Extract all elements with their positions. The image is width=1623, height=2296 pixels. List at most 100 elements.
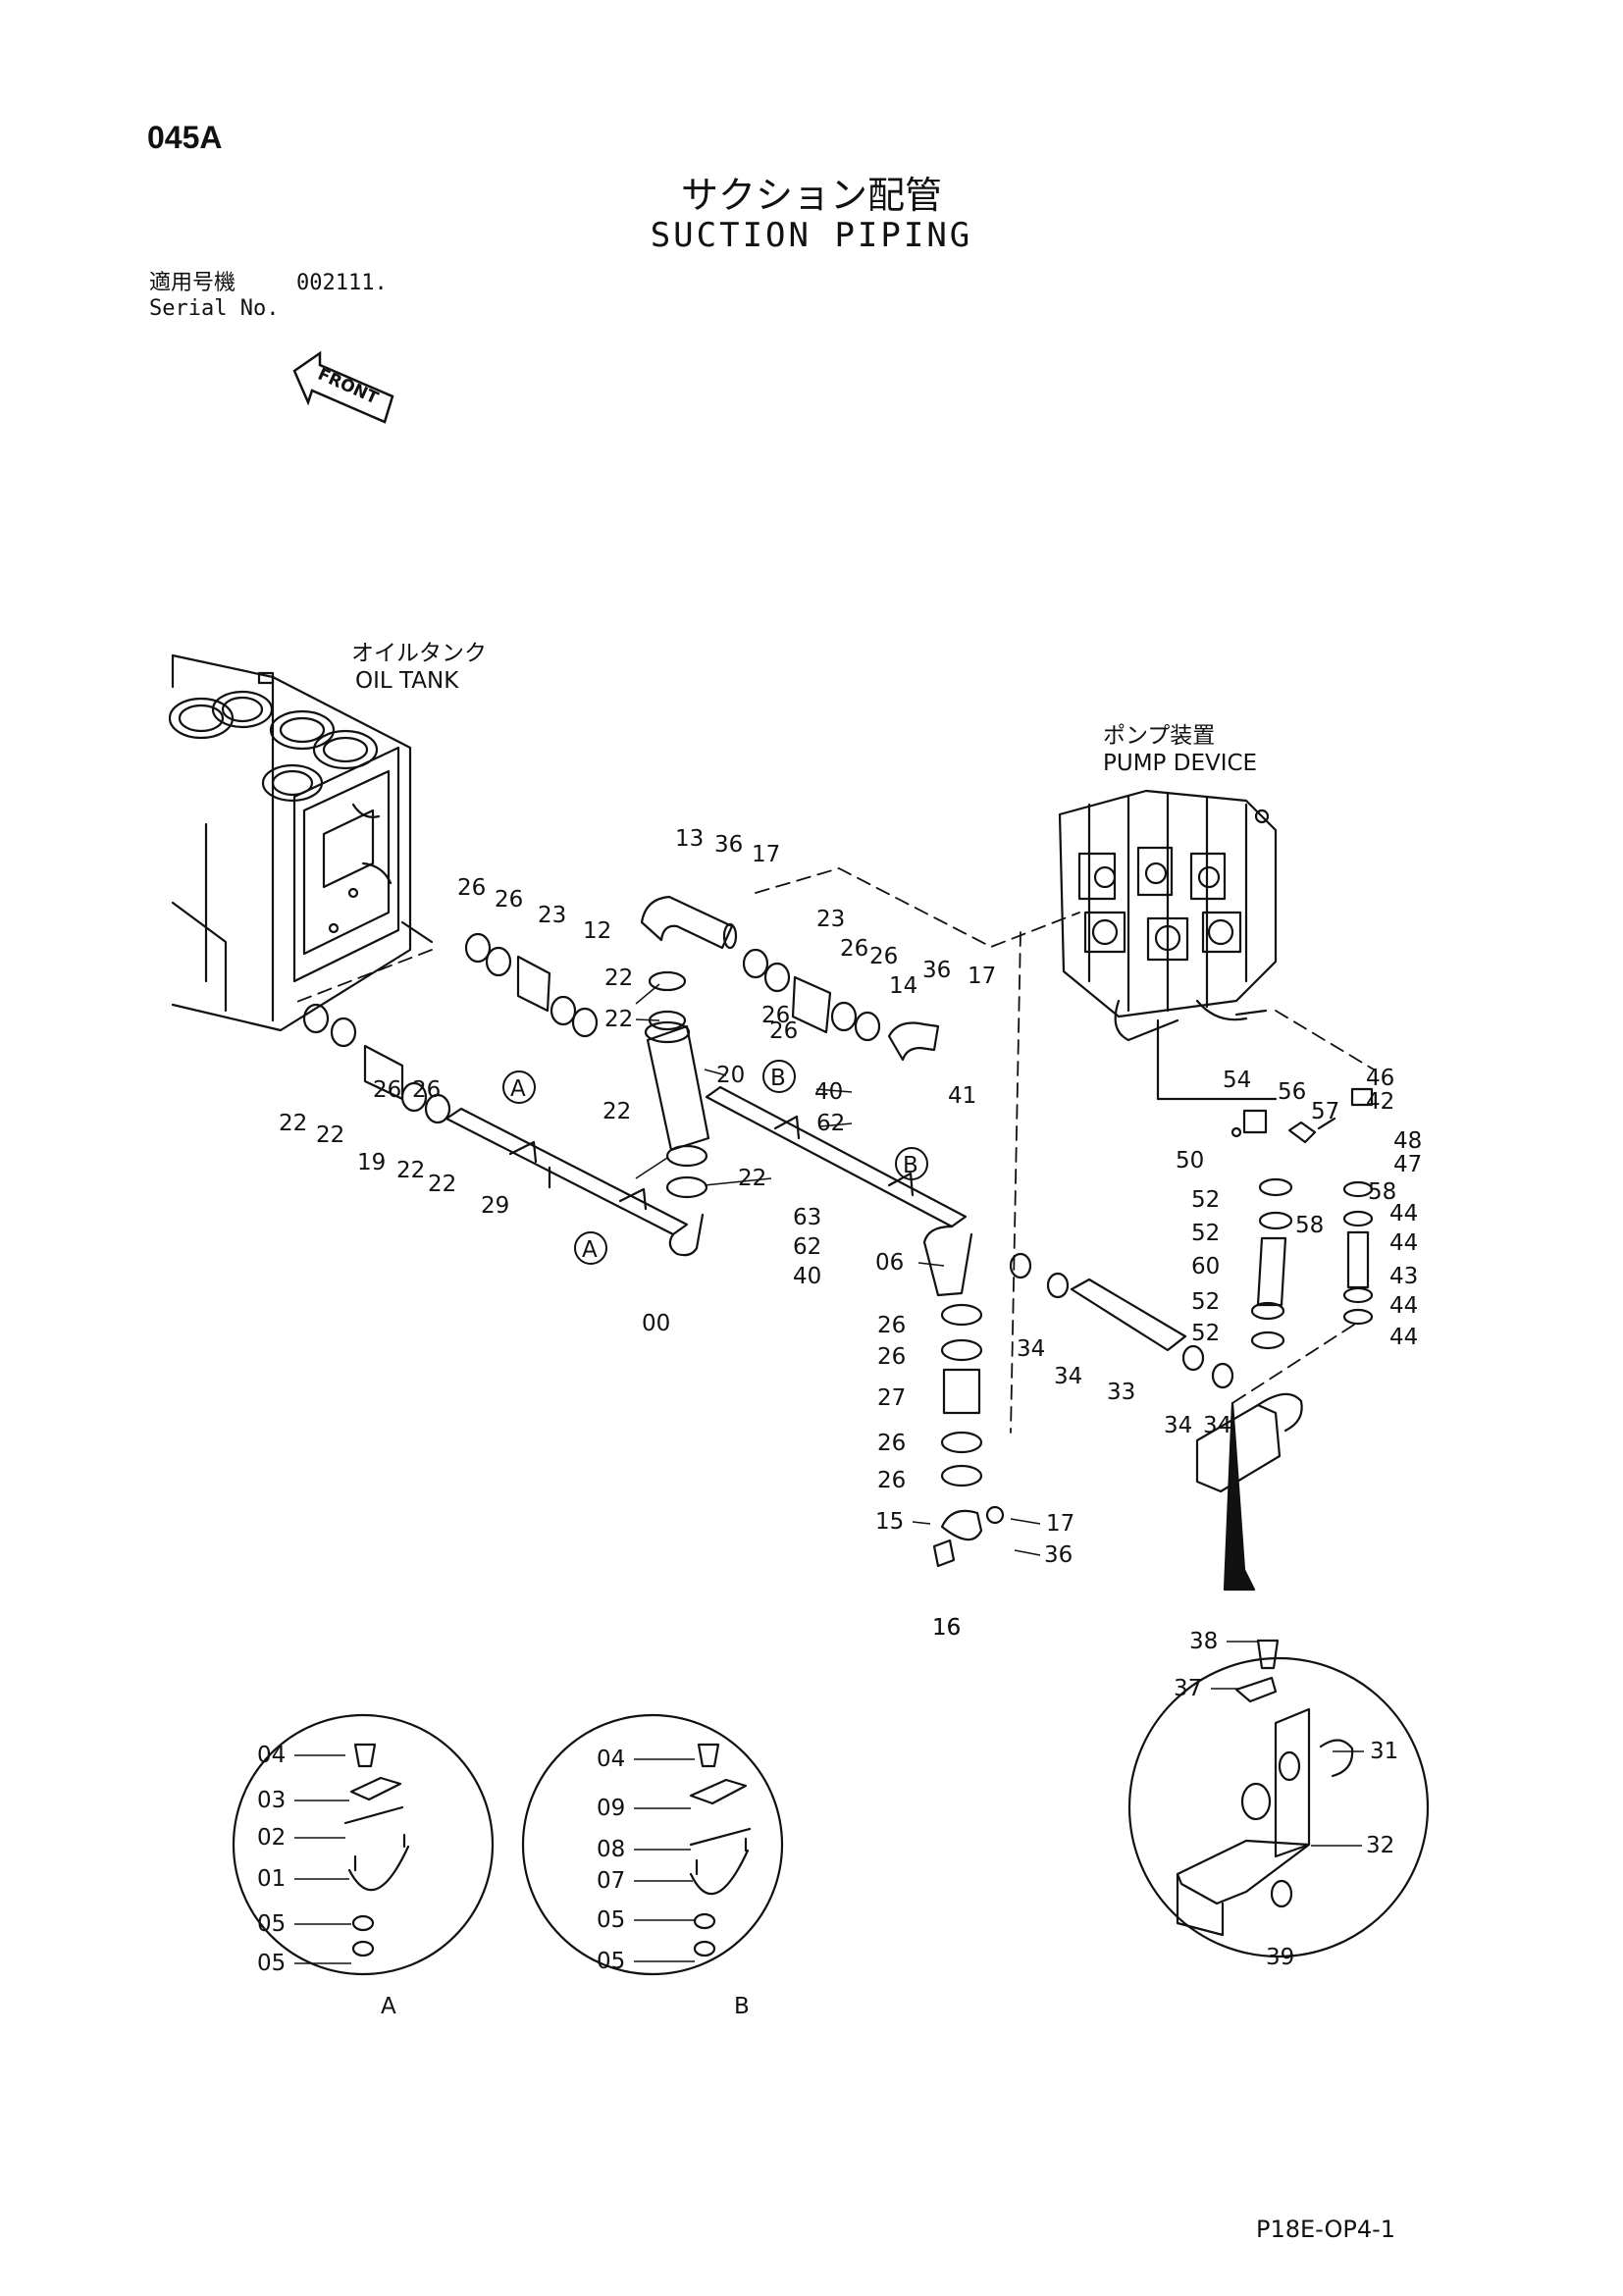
part-callout-50: 34 <box>1203 1413 1231 1438</box>
part-callout-3: 12 <box>583 918 611 944</box>
part-callout-5: 26 <box>457 875 486 901</box>
detail-bracket <box>1127 1401 1430 1958</box>
upper-left-hose-set <box>464 932 599 1038</box>
part-callout-67: 44 <box>1389 1230 1418 1256</box>
part-callout-84: 37 <box>1174 1676 1202 1701</box>
part-callout-72: 03 <box>257 1788 286 1813</box>
part-callout-37: 26 <box>877 1344 906 1370</box>
marker-a-upper: A <box>510 1076 526 1102</box>
part-callout-77: 04 <box>597 1747 625 1772</box>
part-callout-74: 01 <box>257 1866 286 1892</box>
part-callout-22: 22 <box>279 1111 307 1136</box>
part-callout-12: 26 <box>769 1018 798 1044</box>
part-callout-58: 50 <box>1176 1148 1204 1174</box>
oil-tank-label: オイルタンク OIL TANK <box>351 640 487 695</box>
marker-b-left: B <box>770 1066 786 1091</box>
part-callout-66: 44 <box>1389 1201 1418 1226</box>
part-callout-26: 22 <box>428 1172 456 1197</box>
part-callout-19: 20 <box>716 1063 745 1088</box>
part-callout-54: 46 <box>1366 1066 1394 1091</box>
part-callout-34: 40 <box>793 1264 821 1289</box>
part-callout-61: 60 <box>1191 1254 1220 1279</box>
callout-leader-22 <box>704 1177 772 1186</box>
part-callout-43: 36 <box>1044 1542 1073 1568</box>
part-callout-6: 26 <box>495 887 523 913</box>
part-callout-68: 43 <box>1389 1264 1418 1289</box>
part-callout-10: 22 <box>604 1007 633 1032</box>
part-callout-18: 17 <box>968 964 996 989</box>
pump-device-drawing <box>1058 789 1278 1101</box>
marker-a-lower: A <box>582 1237 598 1263</box>
section-markers <box>502 1060 928 1265</box>
serial-value: 002111. <box>296 271 388 295</box>
part-callout-78: 09 <box>597 1796 625 1821</box>
page-title-jp: サクション配管 <box>680 174 942 217</box>
part-callout-56: 48 <box>1393 1128 1422 1154</box>
elbow-12 <box>640 895 738 950</box>
lower-left-hose-set <box>302 1003 451 1124</box>
part-callout-40: 26 <box>877 1468 906 1493</box>
page-id: 045A <box>147 120 223 155</box>
hose-20 <box>646 1024 710 1152</box>
part-callout-49: 34 <box>1164 1413 1192 1438</box>
part-callout-41: 15 <box>875 1509 904 1535</box>
upper-middle-hose-set <box>742 948 940 1062</box>
part-callout-53: 57 <box>1311 1099 1339 1124</box>
callout-leader-42 <box>1010 1518 1041 1525</box>
part-callout-31: 41 <box>948 1083 976 1109</box>
part-callout-20: 22 <box>602 1099 631 1124</box>
drawing-code: P18E-OP4-1 <box>1256 2216 1396 2243</box>
part-callout-21: 22 <box>738 1166 766 1191</box>
part-callout-82: 05 <box>597 1949 625 1974</box>
part-callout-2: 17 <box>752 842 780 867</box>
callout-leader-21 <box>635 1157 668 1179</box>
callout-leader-31 <box>819 1122 853 1127</box>
part-callout-35: 06 <box>875 1250 904 1276</box>
hose-33 <box>1009 1252 1234 1389</box>
part-callout-14: 26 <box>840 936 868 962</box>
callout-leader-30 <box>815 1088 853 1093</box>
part-callout-13: 23 <box>816 907 845 932</box>
part-callout-80: 07 <box>597 1868 625 1894</box>
part-callout-52: 56 <box>1278 1079 1306 1105</box>
part-callout-1: 36 <box>714 832 743 858</box>
part-callout-32: 63 <box>793 1205 821 1230</box>
part-callout-69: 44 <box>1389 1293 1418 1319</box>
part-callout-36: 26 <box>877 1313 906 1338</box>
part-callout-16: 14 <box>889 973 917 999</box>
part-callout-87: 39 <box>1266 1945 1294 1970</box>
pump-device-label: ポンプ装置 PUMP DEVICE <box>1103 722 1257 777</box>
part-callout-4: 23 <box>538 903 566 928</box>
part-callout-75: 05 <box>257 1911 286 1937</box>
part-callout-9: 22 <box>604 965 633 991</box>
part-callout-62: 52 <box>1191 1289 1220 1315</box>
part-callout-33: 62 <box>793 1234 821 1260</box>
part-callout-71: 04 <box>257 1743 286 1768</box>
part-callout-55: 42 <box>1366 1089 1394 1115</box>
part-callout-38: 27 <box>877 1385 906 1411</box>
part-callout-81: 05 <box>597 1907 625 1933</box>
oil-tank-label-en: OIL TANK <box>355 668 459 694</box>
suction-pipe-00 <box>445 1107 705 1257</box>
pump-device-label-jp: ポンプ装置 <box>1103 723 1216 749</box>
part-callout-64: 58 <box>1295 1213 1324 1238</box>
callout-leader-36 <box>917 1262 945 1267</box>
callout-leader-41 <box>912 1521 931 1525</box>
callout-leader-10 <box>635 983 660 1005</box>
part-callout-83: 38 <box>1189 1629 1218 1654</box>
oil-tank-drawing <box>168 653 434 1032</box>
callout-leader-43 <box>1014 1549 1041 1556</box>
right-fittings <box>1195 1087 1374 1493</box>
part-callout-60: 52 <box>1191 1221 1220 1246</box>
detail-b-label: B <box>734 1994 750 2019</box>
part-callout-11: 26 <box>761 1003 790 1028</box>
part-callout-46: 34 <box>1017 1336 1045 1362</box>
part-callout-39: 26 <box>877 1431 906 1456</box>
part-callout-65: 58 <box>1368 1179 1396 1205</box>
part-callout-24: 19 <box>357 1150 386 1175</box>
part-callout-86: 32 <box>1366 1833 1394 1858</box>
page-title-en: SUCTION PIPING <box>650 216 973 255</box>
